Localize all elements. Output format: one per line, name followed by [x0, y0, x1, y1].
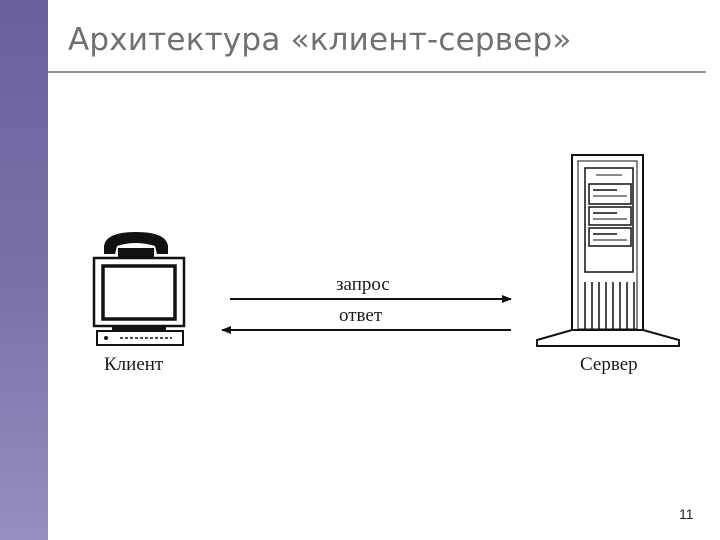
server-label: Сервер [580, 354, 638, 375]
title-divider [48, 71, 706, 73]
phone-icon [104, 232, 168, 258]
request-label: запрос [336, 274, 390, 295]
slide-title: Архитектура «клиент-сервер» [68, 22, 572, 58]
response-label: ответ [339, 305, 383, 326]
server-tower-icon [536, 154, 680, 347]
slide-sidebar [0, 0, 48, 540]
client-computer-icon [92, 232, 186, 346]
page-number: 11 [679, 506, 694, 522]
client-label: Клиент [104, 354, 164, 375]
